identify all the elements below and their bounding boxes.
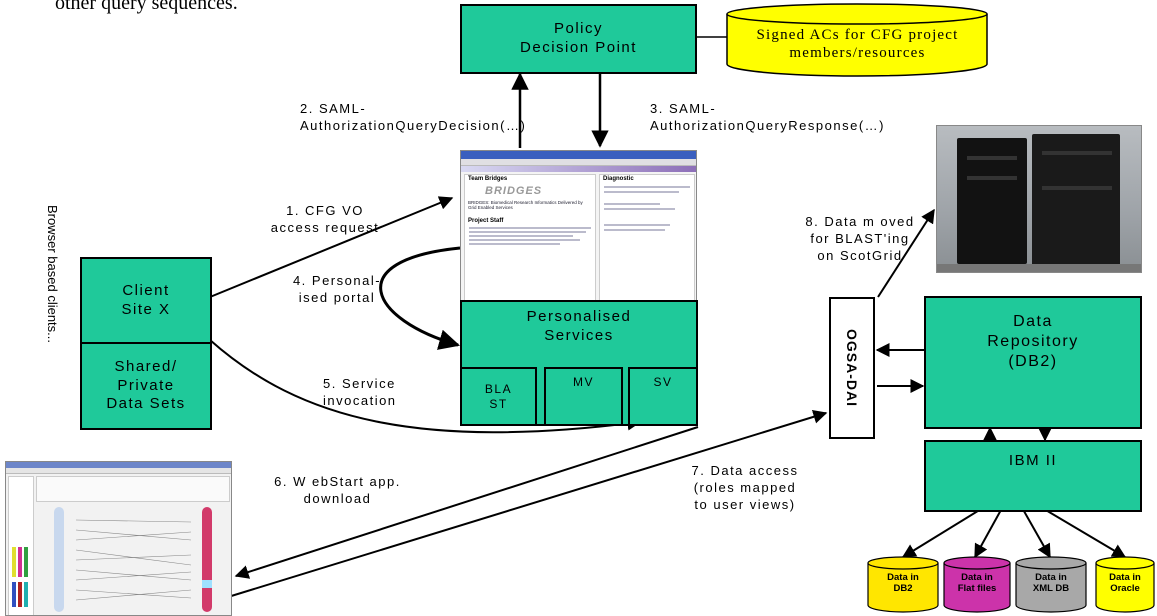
portal-logo: BRIDGES [485,185,543,197]
signed-acs-label: Signed ACs for CFG project members/resou… [756,27,959,61]
scotgrid-server-photo [936,125,1142,273]
step4-label: 4. Personal- ised portal [292,273,382,305]
mv-label: MV [573,375,594,389]
flat-files-cylinder [943,556,1011,613]
client-site-label: Client Site X [121,281,171,318]
xml-db-label: Data in XML DB [1032,572,1070,594]
client-site-box: Client Site X [80,257,212,344]
policy-decision-point-label: Policy Decision Point [520,20,637,56]
step8-label: 8. Data m oved for BLAST'ing on ScotGrid [805,214,915,263]
ogsa-dai-label: OGSA-DAI [844,329,860,407]
portal-nav-bar [461,166,696,172]
db2-cylinder [867,556,939,613]
data-repository-label: Data Repository (DB2) [987,313,1079,370]
oracle-cylinder [1095,556,1155,613]
portal-section-team: Team Bridges [468,176,508,182]
portal-title-bar [461,151,696,159]
oracle-label: Data in Oracle [1109,572,1141,594]
mv-box: MV [544,367,623,426]
ibm-ii-box: IBM II [924,440,1142,512]
portal-section-diagnostic: Diagnostic [603,176,634,182]
data-repository-box: Data Repository (DB2) [924,296,1142,429]
xml-db-cylinder [1015,556,1087,613]
blast-box: BLA ST [460,367,537,426]
shared-data-box: Shared/ Private Data Sets [80,342,212,430]
arrow-personalised-portal [379,246,461,350]
ibm-ii-label: IBM II [1008,452,1058,469]
sv-box: SV [628,367,698,426]
personalised-services-label: Personalised Services [526,308,632,344]
signed-acs-cylinder [726,3,988,77]
step2-label: 2. SAML- AuthorizationQueryDecision(…) [300,101,527,133]
portal-subtitle: BRIDGES: Biomedical Research Informatics… [468,200,583,211]
side-label: Browser based clients... [45,205,60,344]
flat-files-label: Data in Flat files [957,572,997,594]
step5-label: 5. Service invocation [323,376,397,408]
portal-section-staff: Project Staff [468,217,504,224]
step7-label: 7. Data access (roles mapped to user vie… [691,463,799,512]
sv-label: SV [653,375,673,389]
policy-decision-point-box: Policy Decision Point [460,4,697,74]
portal-menu-bar [461,159,696,166]
intro-text: other query sequences. [55,0,238,14]
db2-label: Data in DB2 [887,572,919,594]
webstart-app-screenshot [5,461,232,616]
step1-label: 1. CFG VO access request [270,203,380,235]
ogsa-dai-box: OGSA-DAI [829,297,875,439]
step3-label: 3. SAML- AuthorizationQueryResponse(…) [650,101,885,133]
shared-data-label: Shared/ Private Data Sets [106,357,186,413]
blast-label: BLA ST [484,381,513,411]
step6-label: 6. W ebStart app. download [274,474,401,506]
portal-screenshot: Team Bridges BRIDGES BRIDGES: Biomedical… [460,150,697,302]
